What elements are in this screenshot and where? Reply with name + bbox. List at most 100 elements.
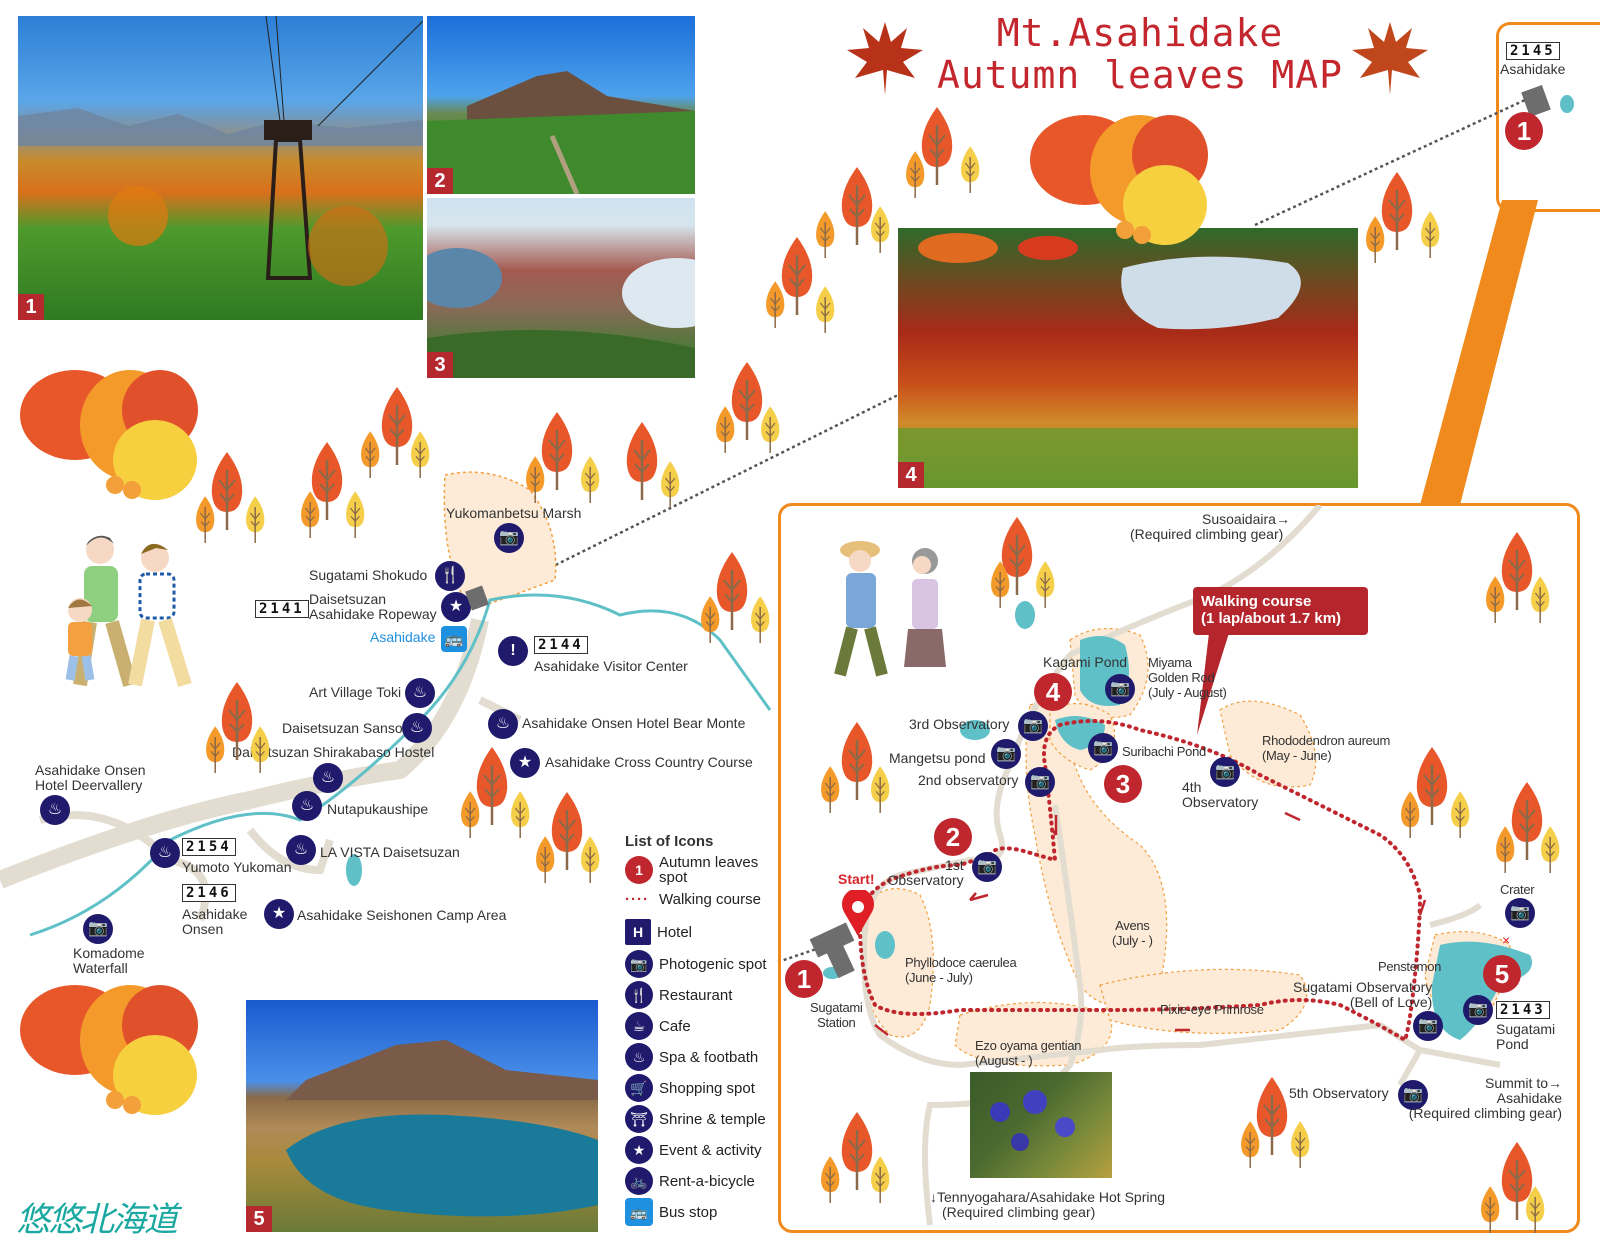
camera-icon[interactable]: 📷	[1088, 733, 1118, 763]
spa-icon[interactable]: ♨	[488, 709, 518, 739]
bus-code-badge: 2144	[534, 636, 588, 654]
place-label: Mangetsu pond	[889, 750, 986, 766]
camera-icon[interactable]: 📷	[1505, 898, 1535, 928]
tree-icon	[906, 151, 925, 198]
place-label: Asahidake Cross Country Course	[545, 754, 753, 770]
tree-icon	[411, 431, 430, 478]
bus-icon: 🚌	[625, 1198, 653, 1226]
place-label: Suribachi Pond	[1122, 744, 1206, 759]
camera-icon[interactable]: 📷	[1210, 757, 1240, 787]
camera-icon[interactable]: 📷	[1413, 1011, 1443, 1041]
camera-icon[interactable]: 📷	[1105, 674, 1135, 704]
tree-icon	[581, 836, 600, 883]
place-label: Asahidake Seishonen Camp Area	[297, 907, 507, 923]
tree-icon	[1501, 532, 1533, 610]
logo: 悠悠北海道	[16, 1200, 178, 1240]
tree-icon	[1541, 826, 1560, 873]
camera-icon[interactable]: 📷	[1018, 711, 1048, 741]
flower-label: Ezo oyama gentian (August - )	[975, 1038, 1082, 1068]
star-icon[interactable]: ★	[264, 899, 294, 929]
info-icon[interactable]: !	[498, 636, 528, 666]
tree-icon	[761, 406, 780, 453]
gentian-photo	[970, 1072, 1112, 1178]
family-illustration	[65, 535, 192, 688]
station-label: Asahidake	[1500, 61, 1566, 77]
tree-icon	[221, 682, 253, 760]
tree-icon	[346, 491, 365, 538]
tree-icon	[251, 726, 270, 773]
spa-icon[interactable]: ♨	[150, 838, 180, 868]
tree-icon	[1451, 791, 1470, 838]
tree-icon	[1256, 1077, 1288, 1155]
place-label: Sugatami Pond	[1496, 1021, 1556, 1052]
tree-icon	[1481, 1186, 1500, 1233]
tree-icon	[511, 791, 530, 838]
place-label: LA VISTA Daisetsuzan	[320, 844, 460, 860]
spa-icon[interactable]: ♨	[405, 678, 435, 708]
photo-number: 3	[427, 352, 453, 378]
tree-icon	[841, 167, 873, 245]
photo-2-peak: 2	[427, 16, 695, 194]
legend-photogenic: 📷 Photogenic spot	[625, 950, 767, 978]
tree-icon	[1416, 747, 1448, 825]
spa-icon: ♨	[625, 1043, 653, 1071]
tree-icon	[536, 836, 555, 883]
legend-hotel: H Hotel	[625, 919, 692, 945]
bush-icon	[1030, 115, 1208, 245]
spa-icon[interactable]: ♨	[313, 763, 343, 793]
tree-icon	[871, 1156, 890, 1203]
photo-number: 2	[427, 168, 453, 194]
tree-icon	[1496, 826, 1515, 873]
hotel-icon: H	[625, 919, 651, 945]
camera-icon[interactable]: 📷	[991, 739, 1021, 769]
legend-walking-course: ···· Walking course	[625, 891, 761, 908]
tree-icon	[1531, 576, 1550, 623]
tree-icon	[526, 456, 545, 503]
bus-code-badge: 2146	[182, 884, 236, 902]
tree-icon	[211, 452, 243, 530]
camera-icon[interactable]: 📷	[83, 914, 113, 944]
restaurant-icon[interactable]: 🍴	[435, 561, 465, 591]
place-label: 2nd observatory	[918, 772, 1019, 788]
star-icon[interactable]: ★	[510, 748, 540, 778]
legend-spa: ♨ Spa & footbath	[625, 1043, 758, 1071]
walking-course-icon: ····	[625, 891, 649, 908]
tree-icon	[381, 387, 413, 465]
tree-icon	[361, 431, 380, 478]
bus-code-badge: 2154	[182, 838, 236, 856]
place-label: Nutapukaushipe	[327, 801, 429, 817]
tree-icon	[766, 281, 785, 328]
spa-icon[interactable]: ♨	[402, 713, 432, 743]
flower-label: Pixie-eye Primrose	[1160, 1002, 1264, 1017]
callout-pointer	[1197, 633, 1229, 735]
tree-icon	[1001, 517, 1033, 595]
camera-icon[interactable]: 📷	[1463, 995, 1493, 1025]
place-label: Crater	[1500, 882, 1535, 897]
tree-icon	[716, 406, 735, 453]
tree-icon	[1486, 576, 1505, 623]
spa-icon[interactable]: ♨	[40, 795, 70, 825]
start-pin-icon[interactable]	[840, 890, 876, 938]
place-label: Daisetsuzan Asahidake Ropeway	[309, 591, 437, 622]
photo-number: 5	[246, 1206, 272, 1232]
place-label: Yukomanbetsu Marsh	[446, 505, 582, 521]
photo-5-sugatami-pond: 5	[246, 1000, 598, 1232]
autumn-spot-5-badge: 5	[1483, 955, 1521, 993]
tree-icon	[731, 362, 763, 440]
tree-icon	[701, 596, 720, 643]
camera-icon[interactable]: 📷	[1025, 767, 1055, 797]
autumn-spot-icon: 1	[625, 856, 653, 884]
page-title: Mt.Asahidake Autumn leaves MAP	[937, 11, 1343, 97]
bus-icon[interactable]: 🚌	[441, 626, 467, 652]
tree-icon	[716, 552, 748, 630]
star-icon[interactable]: ★	[441, 592, 471, 622]
spa-icon[interactable]: ♨	[292, 791, 322, 821]
tree-icon	[781, 237, 813, 315]
camera-icon[interactable]: 📷	[1398, 1080, 1428, 1110]
tree-icon	[626, 422, 658, 500]
place-label: 1st Observatory	[887, 857, 964, 888]
tree-icon	[1381, 172, 1413, 250]
camera-icon[interactable]: 📷	[972, 852, 1002, 882]
camera-icon[interactable]: 📷	[494, 523, 524, 553]
spa-icon[interactable]: ♨	[286, 835, 316, 865]
